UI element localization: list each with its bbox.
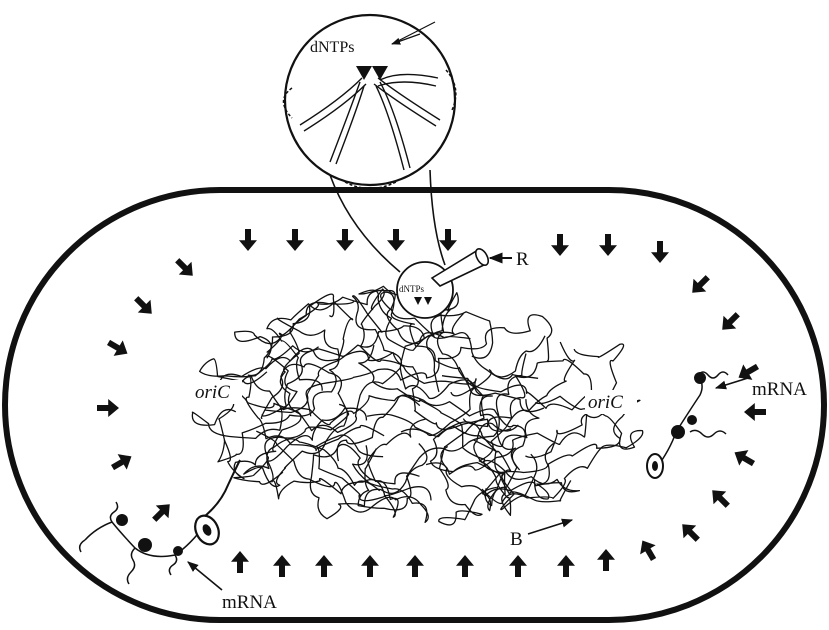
- inward-arrow-icon: [597, 549, 615, 571]
- inward-arrow-icon: [134, 296, 152, 314]
- zoom-arrowhead-1: [356, 66, 372, 80]
- inward-arrow-icon: [175, 258, 193, 276]
- inward-arrow-icon: [231, 551, 249, 573]
- inward-arrow-icon: [152, 504, 170, 522]
- oric-right-label: oriC: [588, 392, 623, 413]
- inward-arrow-icon: [439, 229, 457, 251]
- zoom-dna-strands: [300, 74, 440, 170]
- mrna-right-label: mRNA: [752, 379, 807, 400]
- inward-arrow-icon: [722, 312, 740, 330]
- inward-arrow-icon: [651, 241, 669, 263]
- inward-arrow-icon: [551, 234, 569, 256]
- zoom-pointer-line: [392, 22, 435, 44]
- inward-arrow-icon: [315, 555, 333, 577]
- inward-arrow-icon: [239, 229, 257, 251]
- r-label: R: [516, 249, 529, 270]
- inward-arrow-icon: [406, 555, 424, 577]
- ribosome-anchor-bottom: [191, 460, 240, 548]
- ribosome-icon: [687, 415, 697, 425]
- inward-arrow-icon: [273, 555, 291, 577]
- inward-arrow-icon: [107, 340, 127, 356]
- mrna-right-pointer: [716, 378, 748, 388]
- inward-arrow-icon: [640, 541, 656, 561]
- zoom-pointer-arrow: [392, 34, 420, 44]
- dntps-small-label: dNTPs: [399, 284, 425, 294]
- inward-arrow-icon: [599, 234, 617, 256]
- inward-arrow-icon: [735, 450, 755, 466]
- inward-arrow-icon: [456, 555, 474, 577]
- b-pointer-arrow: [528, 520, 572, 534]
- oric-left-label: oriC: [195, 382, 230, 403]
- inward-arrow-icon: [682, 524, 700, 542]
- ribosome-icon: [694, 372, 706, 384]
- ribosome-icon: [671, 425, 685, 439]
- mrna-bottom-label: mRNA: [222, 592, 277, 613]
- inward-arrow-icon: [739, 364, 759, 380]
- ribosomes-right: [671, 372, 706, 439]
- zoom-callout: [284, 15, 456, 318]
- nucleoid-tangle: [192, 282, 642, 525]
- ribosome-icon: [138, 538, 152, 552]
- inward-arrow-icon: [97, 399, 119, 417]
- inward-arrow-icon: [387, 229, 405, 251]
- mrna-bottom-pointer: [188, 562, 222, 590]
- inward-arrow-icon: [111, 454, 131, 470]
- ribosome-icon: [116, 514, 128, 526]
- inward-arrow-icon: [744, 403, 766, 421]
- ribosomes-bottom: [116, 514, 183, 556]
- ribosome-anchor-right: [647, 454, 663, 478]
- dntps-zoom-label: dNTPs: [310, 39, 354, 56]
- inward-arrow-icon: [286, 229, 304, 251]
- inward-arrow-icon: [557, 555, 575, 577]
- inward-arrow-icon: [336, 229, 354, 251]
- dna-strand: [267, 408, 431, 500]
- ribosome-icon: [173, 546, 183, 556]
- dna-strand: [316, 419, 426, 517]
- b-label: B: [510, 529, 523, 550]
- inward-arrow-icon: [361, 555, 379, 577]
- inward-arrow-icon: [712, 490, 730, 508]
- dna-strand: [361, 289, 520, 470]
- zoom-cone-right: [430, 170, 445, 265]
- inward-arrow-icon: [509, 555, 527, 577]
- inward-arrow-icon: [692, 275, 710, 293]
